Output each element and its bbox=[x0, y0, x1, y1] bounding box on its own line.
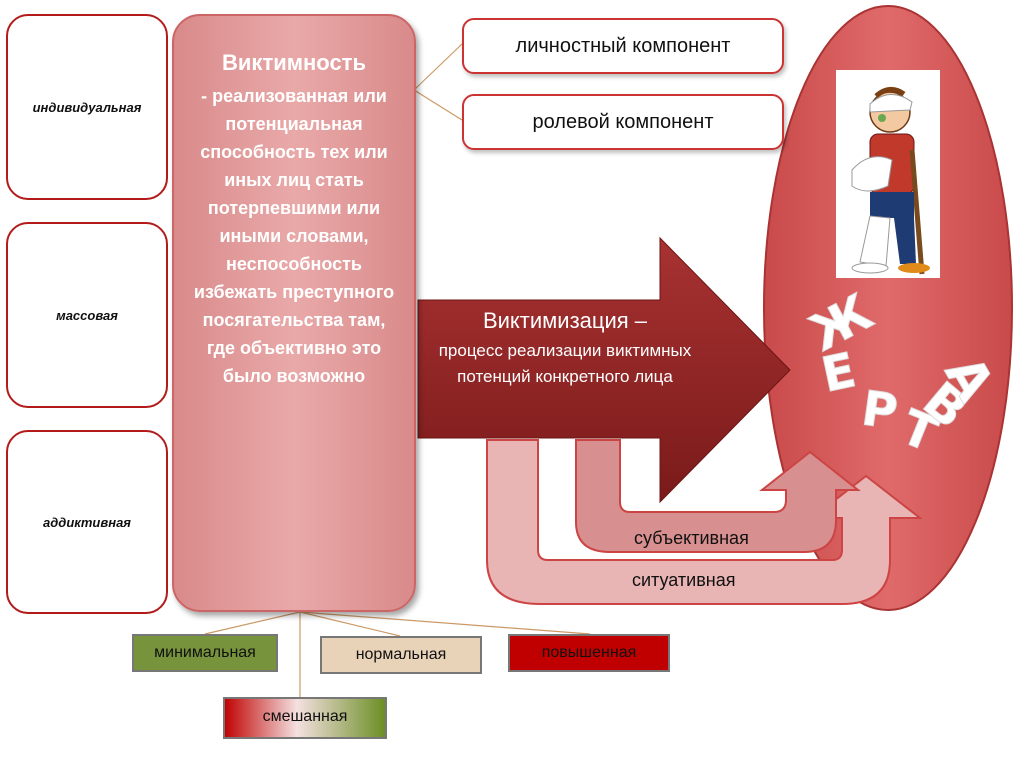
level-normal-label: нормальная bbox=[355, 646, 447, 663]
connector-minimal bbox=[204, 611, 301, 635]
type-individual-box: индивидуальная bbox=[6, 14, 168, 200]
role-component-label: ролевой компонент bbox=[532, 110, 714, 133]
level-normal: нормальная bbox=[320, 636, 482, 674]
victimness-box: Виктимность - реализованная или потенциа… bbox=[172, 14, 416, 612]
role-component-box: ролевой компонент bbox=[462, 94, 784, 150]
level-minimal-label: минимальная bbox=[154, 644, 256, 661]
situational-arrow bbox=[486, 439, 923, 605]
injured-person-illustration bbox=[836, 70, 940, 278]
situational-label: ситуативная bbox=[632, 570, 736, 590]
level-minimal: минимальная bbox=[132, 634, 278, 672]
type-individual-label: индивидуальная bbox=[32, 99, 142, 115]
connector-elevated bbox=[299, 611, 591, 635]
level-elevated: повышенная bbox=[508, 634, 670, 672]
level-elevated-label: повышенная bbox=[541, 644, 637, 661]
connector-normal bbox=[299, 611, 401, 637]
victimness-title: Виктимность bbox=[222, 50, 366, 75]
mixed-level-bg bbox=[223, 697, 387, 739]
personal-component-label: личностный компонент bbox=[515, 34, 731, 57]
subjective-arrow bbox=[575, 439, 861, 553]
subjective-label: субъективная bbox=[634, 528, 749, 548]
type-mass-label: массовая bbox=[56, 307, 118, 323]
victimization-title: Виктимизация – bbox=[482, 308, 648, 333]
victimization-definition: процесс реализации виктимных потенций ко… bbox=[438, 341, 692, 386]
victimization-text-block: Виктимизация – процесс реализации виктим… bbox=[430, 308, 700, 390]
svg-text:Р: Р bbox=[858, 380, 901, 440]
victim-oval bbox=[763, 5, 1013, 611]
victimization-arrow bbox=[417, 236, 791, 504]
type-addictive-label: аддиктивная bbox=[43, 514, 131, 530]
type-mass-box: массовая bbox=[6, 222, 168, 408]
type-addictive-box: аддиктивная bbox=[6, 430, 168, 614]
level-mixed: смешанная bbox=[224, 698, 386, 736]
victimness-definition: - реализованная или потенциальная способ… bbox=[193, 86, 395, 386]
personal-component-box: личностный компонент bbox=[462, 18, 784, 74]
level-mixed-label: смешанная bbox=[262, 708, 348, 725]
connector-role bbox=[413, 89, 463, 121]
connector-personal bbox=[413, 43, 463, 91]
